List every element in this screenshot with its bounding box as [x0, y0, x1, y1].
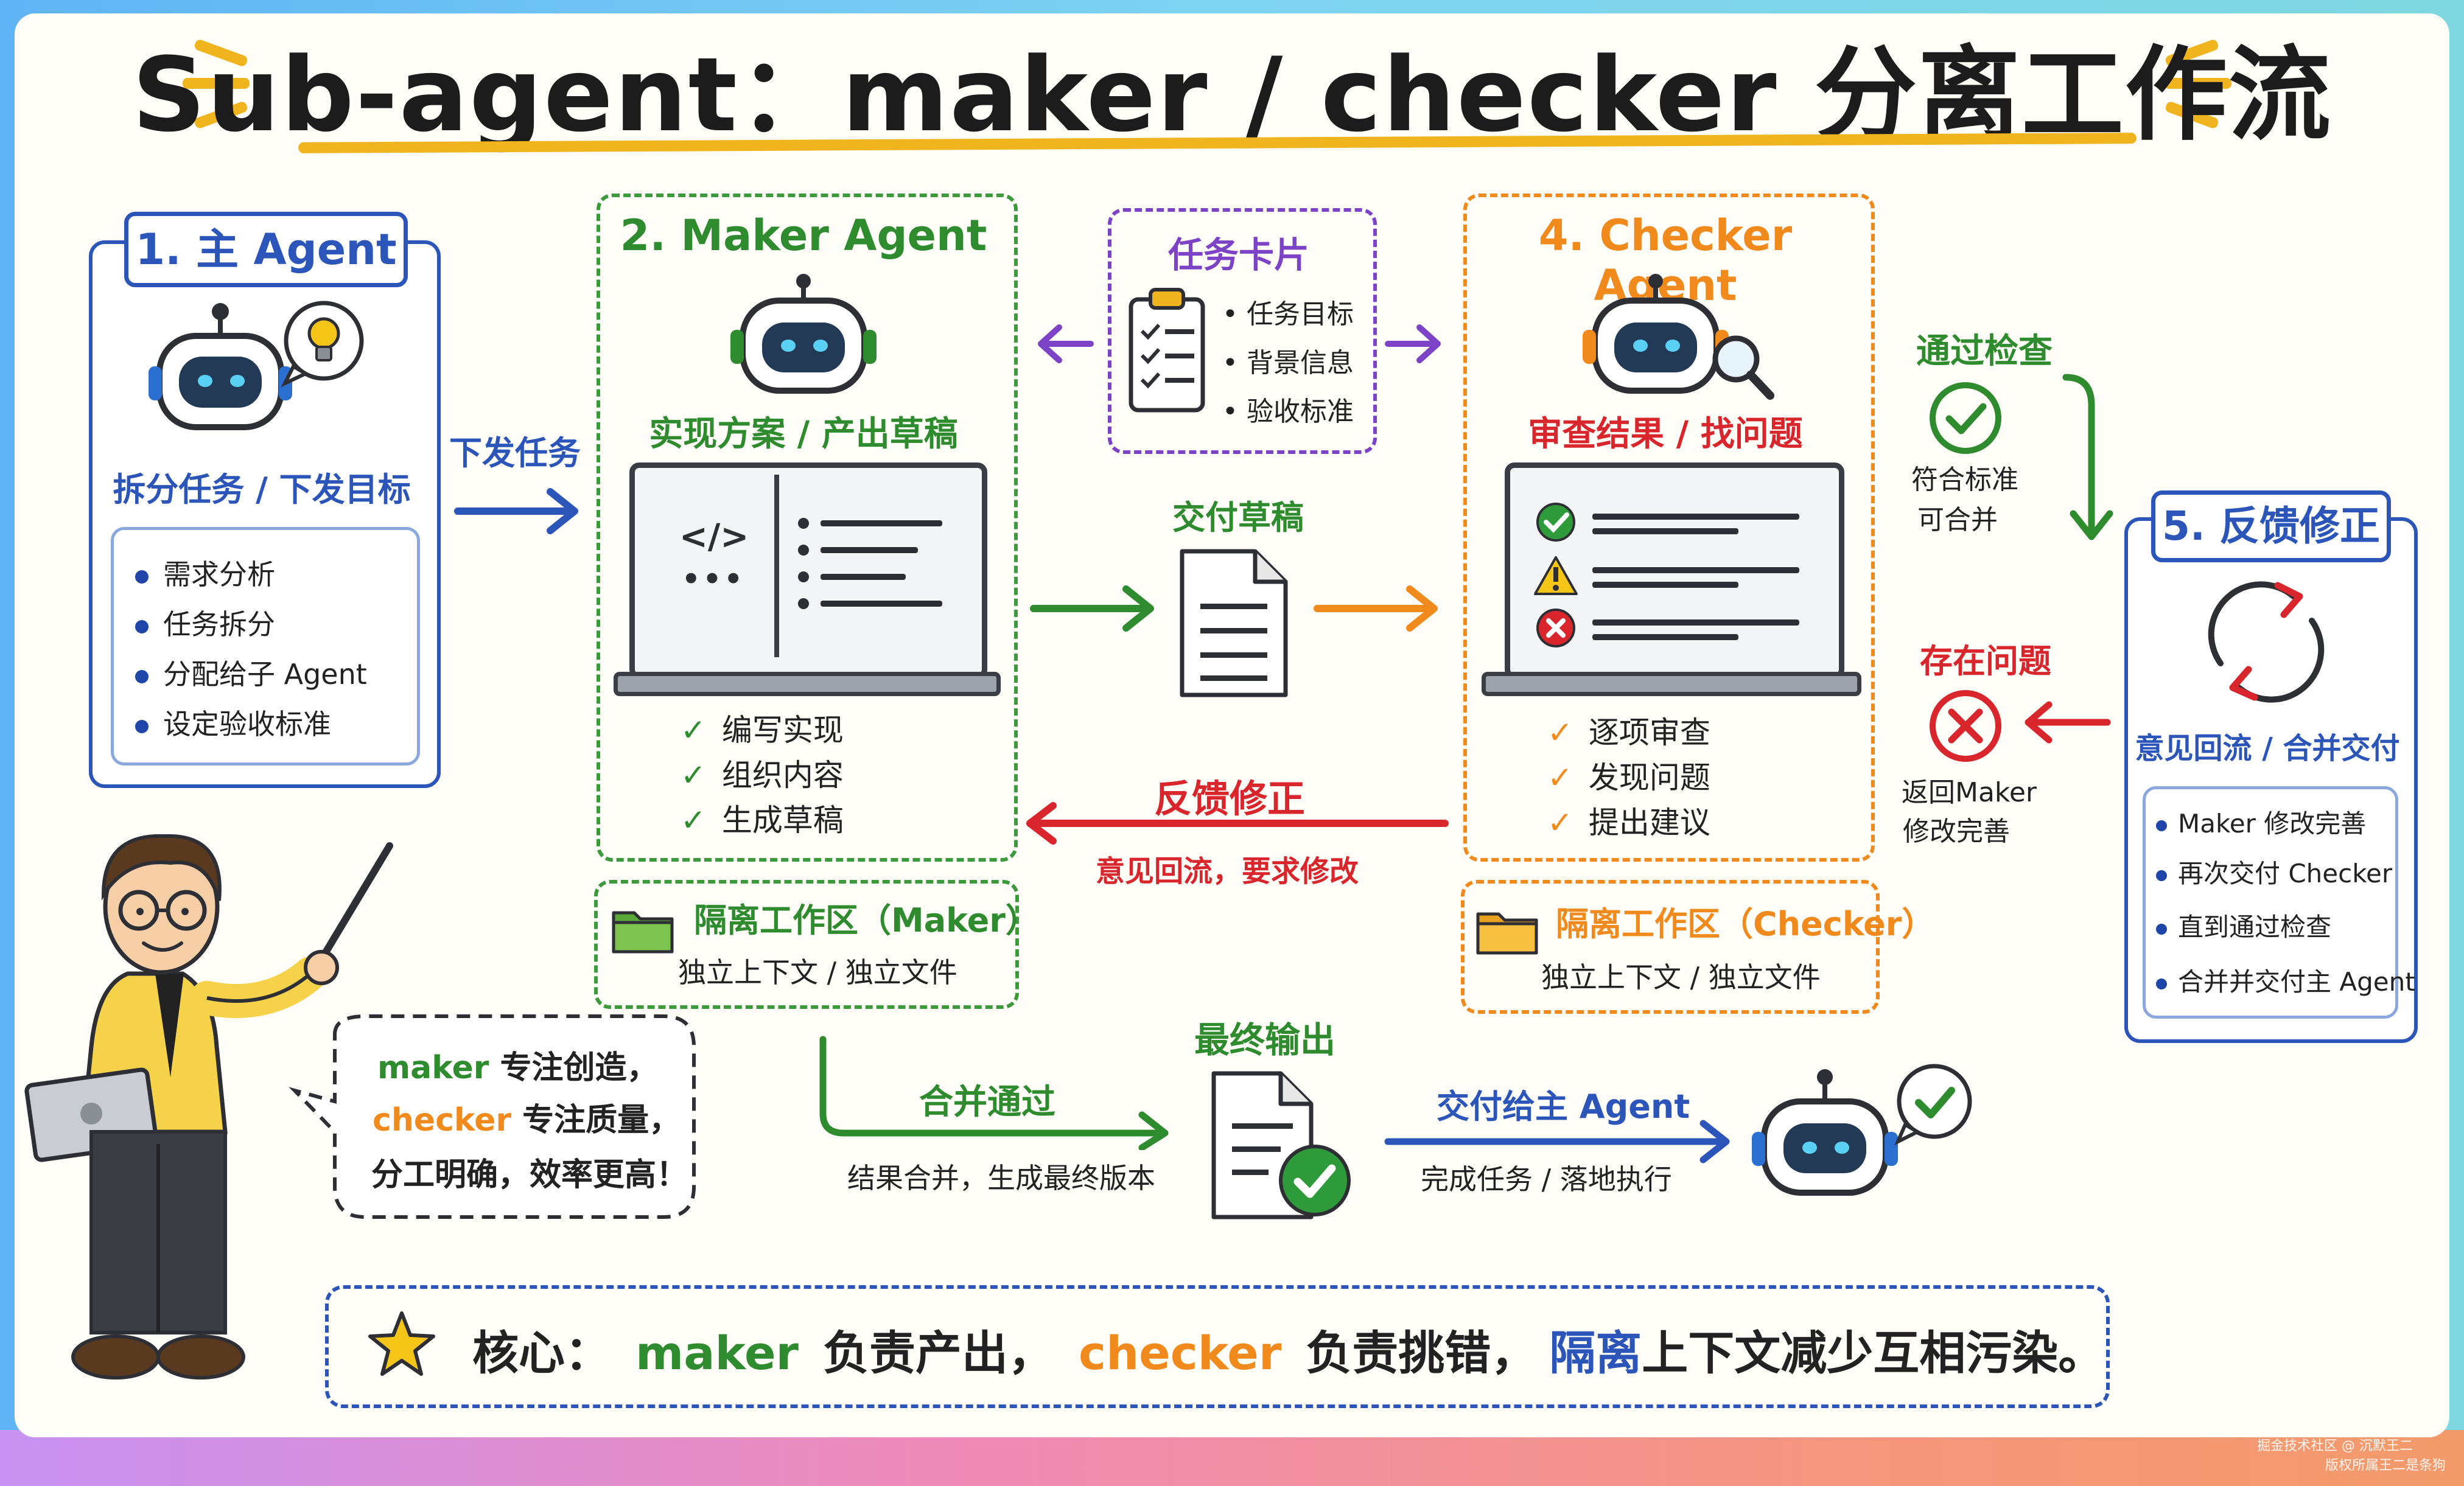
feedback-arrow-sub: 意见回流，要求修改 — [1096, 854, 1359, 888]
watermark-line-2: 版权所属王二是条狗 — [2325, 1458, 2446, 1473]
maker-check-item: ✓编写实现 — [681, 713, 844, 748]
maker-laptop-base — [614, 672, 1001, 696]
sparkle-left-2 — [183, 78, 250, 89]
maker-workspace-title: 隔离工作区（Maker） — [694, 901, 1038, 940]
feedback-red-arrow — [1026, 802, 1449, 845]
checker-check-item: ✓提出建议 — [1547, 805, 1710, 840]
checker-check-item: ✓逐项审查 — [1547, 715, 1710, 750]
maker-workspace — [594, 880, 1019, 1009]
main-agent-item: 需求分析 — [135, 553, 275, 593]
handoff-sub: 完成任务 / 落地执行 — [1421, 1163, 1672, 1196]
bubble-line-1: maker 专注创造， — [377, 1050, 659, 1086]
main-agent-item: 设定验收标准 — [135, 702, 331, 742]
checker-subtitle: 审查结果 / 找问题 — [1528, 414, 1803, 454]
checker-check-item: ✓发现问题 — [1547, 760, 1710, 795]
feedback-item: 直到通过检查 — [2156, 907, 2331, 944]
checker-workspace — [1461, 880, 1880, 1014]
task-card-title: 任务卡片 — [1167, 234, 1309, 276]
maker-workspace-sub: 独立上下文 / 独立文件 — [678, 956, 957, 989]
checker-results-icon — [1534, 503, 1799, 647]
checker-panel — [1463, 194, 1875, 862]
bubble-line-3: 分工明确，效率更高！ — [371, 1157, 688, 1193]
main-agent-subtitle: 拆分任务 / 下发目标 — [113, 470, 411, 509]
feedback-item: Maker 修改完善 — [2156, 803, 2366, 840]
watermark-line-1: 掘金技术社区 @ 沉默王二 — [2257, 1439, 2413, 1454]
code-icon: </> — [679, 517, 749, 557]
maker-panel — [597, 194, 1018, 862]
maker-robot-icon — [730, 274, 877, 394]
clipboard-icon — [1129, 288, 1205, 413]
sparkle-right-2 — [2165, 78, 2231, 89]
fail-left-arrow — [2025, 701, 2111, 744]
final-document-check-icon — [1211, 1071, 1351, 1219]
core-banner — [325, 1285, 2110, 1408]
done-robot-icon — [1752, 1064, 1972, 1196]
pass-check-icon — [1930, 382, 2001, 454]
checker-laptop-base — [1482, 672, 1861, 696]
task-card-item: • 验收标准 — [1222, 396, 1354, 427]
maker-subtitle: 实现方案 / 产出草稿 — [649, 414, 958, 454]
checker-workspace-sub: 独立上下文 / 独立文件 — [1541, 961, 1821, 994]
final-output-label: 最终输出 — [1194, 1019, 1336, 1061]
draft-document-icon — [1180, 549, 1288, 697]
teacher-character-illustration — [24, 834, 393, 1380]
feedback-item: 合并并交付主 Agent — [2156, 961, 2415, 999]
feedback-subtitle: 意见回流 / 合并交付 — [2135, 731, 2400, 766]
maker-check-item: ✓组织内容 — [681, 758, 844, 793]
cycle-arrows-icon — [2208, 581, 2325, 703]
merge-sub: 结果合并，生成最终版本 — [847, 1162, 1155, 1195]
fail-line: 修改完善 — [1903, 816, 2010, 847]
star-icon — [368, 1311, 435, 1376]
maker-laptop-divider — [774, 475, 779, 657]
pass-line: 可合并 — [1917, 504, 1998, 535]
pass-down-arrow — [2062, 374, 2113, 540]
main-agent-item: 分配给子 Agent — [135, 652, 367, 692]
feedback-tag: 5. 反馈修正 — [2151, 490, 2391, 562]
maker-check-item: ✓生成草稿 — [681, 803, 844, 838]
task-card-item: • 任务目标 — [1222, 299, 1354, 330]
fail-title: 存在问题 — [1920, 642, 2051, 680]
main-agent-item: 任务拆分 — [135, 602, 275, 643]
deliver-draft-label: 交付草稿 — [1172, 498, 1304, 537]
code-dots: ••• — [682, 562, 746, 596]
maker-title: 2. Maker Agent — [620, 211, 987, 260]
deliver-green-arrow — [1030, 585, 1154, 632]
folder-icon — [1476, 912, 1538, 955]
feedback-arrow-title: 反馈修正 — [1154, 776, 1306, 821]
fail-x-icon — [1930, 690, 2001, 762]
dispatch-label: 下发任务 — [449, 434, 581, 472]
main-agent-tag: 1. 主 Agent — [124, 212, 408, 287]
deliver-orange-arrow — [1314, 585, 1438, 632]
maker-list-lines-icon — [798, 518, 942, 609]
task-card — [1108, 208, 1377, 454]
feedback-list — [2143, 786, 2398, 1019]
main-agent-robot-icon — [149, 301, 364, 430]
checker-robot-icon — [1583, 274, 1774, 400]
bottom-gradient-strip — [0, 1430, 2464, 1486]
merge-title: 合并通过 — [919, 1083, 1055, 1122]
folder-icon — [612, 911, 674, 954]
dispatch-arrow — [454, 488, 578, 534]
task-card-right-arrow — [1385, 324, 1441, 363]
fail-line: 返回Maker — [1902, 777, 2037, 808]
pass-line: 符合标准 — [1911, 464, 2018, 495]
maker-laptop-screen — [629, 462, 987, 679]
task-card-item: • 背景信息 — [1222, 347, 1354, 378]
merge-arrow — [819, 1036, 1169, 1150]
handoff-arrow — [1384, 1120, 1730, 1163]
bubble-line-2: checker 专注质量， — [373, 1102, 681, 1139]
pass-title: 通过检查 — [1916, 332, 2053, 371]
task-card-left-arrow — [1038, 324, 1094, 363]
handoff-title: 交付给主 Agent — [1437, 1087, 1690, 1126]
speech-bubble — [289, 1014, 696, 1219]
main-agent-list — [111, 527, 420, 766]
feedback-item: 再次交付 Checker — [2156, 853, 2392, 890]
checker-workspace-title: 隔离工作区（Checker） — [1556, 905, 1935, 943]
